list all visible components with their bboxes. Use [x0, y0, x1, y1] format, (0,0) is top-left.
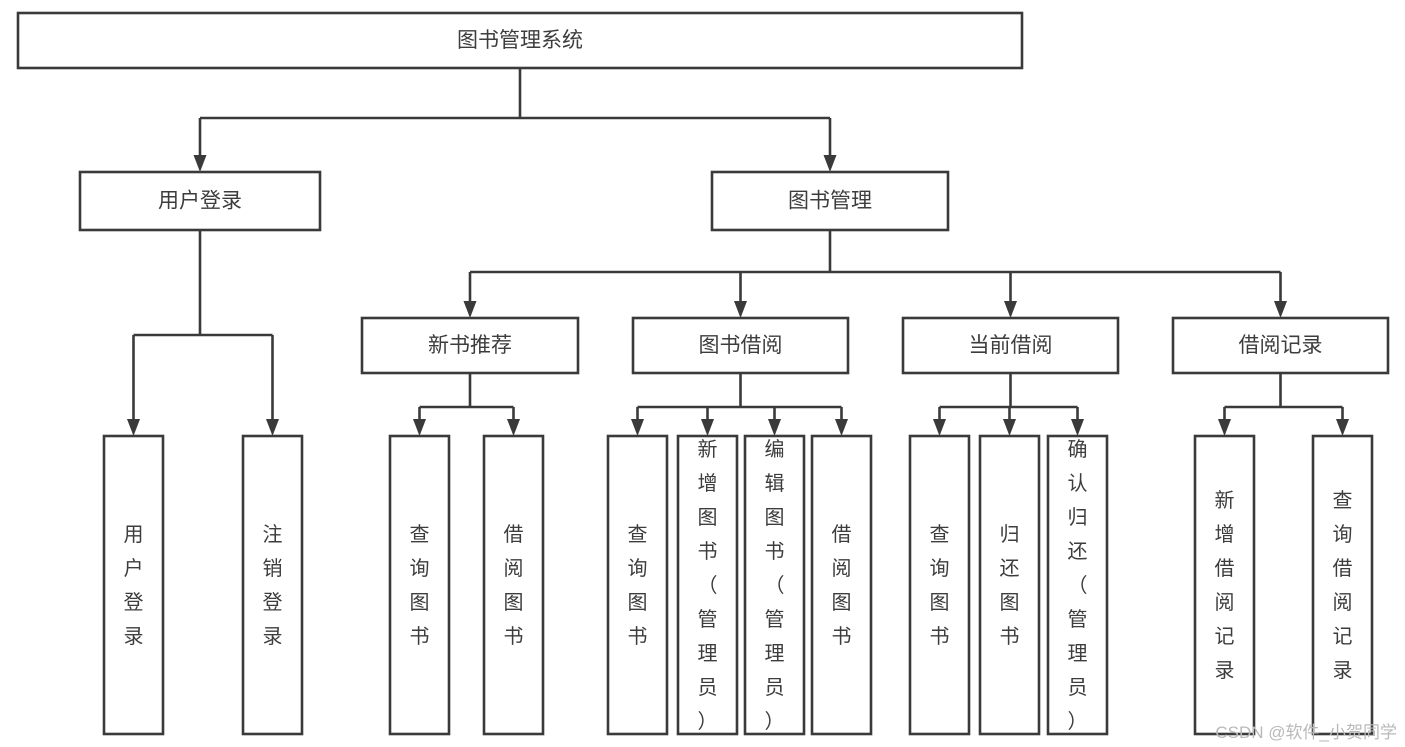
node-box-current-borrow: [901, 316, 1120, 375]
node-leaf-confirm-return[interactable]: 确认归还（管理员）: [1046, 434, 1109, 736]
node-leaf-return-book[interactable]: 归还图书: [978, 434, 1041, 736]
node-box-root: [16, 11, 1024, 70]
node-label-root: 图书管理系统: [457, 29, 583, 52]
node-box-leaf-edit-book: [743, 434, 806, 736]
arrow-head-icon: [127, 419, 140, 436]
node-leaf-logout[interactable]: 注销登录: [241, 434, 304, 736]
arrow-head-icon: [1071, 419, 1084, 436]
node-leaf-query-record[interactable]: 查询借阅记录: [1311, 434, 1374, 736]
arrow-head-icon: [463, 301, 477, 318]
node-label-leaf-edit-book: 编辑图书（管理员）: [765, 438, 785, 733]
node-label-leaf-add-book: 新增图书（管理员）: [698, 438, 718, 733]
connector-layer: [127, 68, 1349, 436]
arrow-head-icon: [1336, 419, 1349, 436]
node-book-manage[interactable]: 图书管理: [710, 170, 950, 232]
node-label-leaf-query-record: 查询借阅记录: [1333, 489, 1353, 682]
connector-group-current-borrow: [933, 373, 1084, 436]
arrow-head-icon: [1004, 301, 1017, 318]
node-layer: 图书管理系统用户登录图书管理新书推荐图书借阅当前借阅借阅记录用户登录注销登录查询…: [16, 11, 1390, 736]
connector-group-book-manage: [463, 230, 1287, 318]
node-box-leaf-query-book-1: [388, 434, 451, 736]
node-box-leaf-confirm-return: [1046, 434, 1109, 736]
node-label-leaf-logout: 注销登录: [263, 523, 283, 648]
node-label-leaf-query-book-1: 查询图书: [410, 523, 430, 648]
node-label-book-borrow: 图书借阅: [699, 334, 783, 357]
connector-group-new-book-rec: [413, 373, 520, 436]
arrow-head-icon: [631, 419, 644, 436]
node-book-borrow[interactable]: 图书借阅: [631, 316, 850, 375]
node-label-borrow-record: 借阅记录: [1239, 334, 1323, 357]
arrow-head-icon: [1274, 301, 1287, 318]
node-box-leaf-query-book-2: [606, 434, 669, 736]
node-box-leaf-borrow-book-1: [482, 434, 545, 736]
arrow-head-icon: [266, 419, 279, 436]
node-leaf-borrow-book-1[interactable]: 借阅图书: [482, 434, 545, 736]
arrow-head-icon: [413, 419, 426, 436]
arrow-head-icon: [1003, 419, 1016, 436]
arrow-head-icon: [1218, 419, 1231, 436]
node-label-leaf-query-book-3: 查询图书: [930, 523, 950, 648]
connector-group-borrow-record: [1218, 373, 1349, 436]
node-leaf-user-login[interactable]: 用户登录: [102, 434, 165, 736]
node-box-book-borrow: [631, 316, 850, 375]
arrow-head-icon: [734, 301, 747, 318]
node-label-book-manage: 图书管理: [788, 190, 872, 213]
connector-group-user-login: [127, 230, 279, 436]
node-root[interactable]: 图书管理系统: [16, 11, 1024, 70]
node-new-book-rec[interactable]: 新书推荐: [360, 316, 580, 375]
arrow-head-icon: [193, 155, 207, 172]
node-label-leaf-query-book-2: 查询图书: [628, 523, 648, 648]
node-leaf-add-book[interactable]: 新增图书（管理员）: [676, 434, 739, 736]
node-label-leaf-borrow-book-2: 借阅图书: [832, 523, 852, 648]
node-box-new-book-rec: [360, 316, 580, 375]
node-borrow-record[interactable]: 借阅记录: [1171, 316, 1390, 375]
node-box-leaf-user-login: [102, 434, 165, 736]
node-label-leaf-confirm-return: 确认归还（管理员）: [1068, 438, 1088, 733]
connector-group-root: [193, 68, 837, 172]
arrow-head-icon: [768, 419, 781, 436]
arrow-head-icon: [835, 419, 848, 436]
csdn-watermark: CSDN @软件_小贺同学: [1215, 723, 1397, 742]
node-leaf-edit-book[interactable]: 编辑图书（管理员）: [743, 434, 806, 736]
node-leaf-query-book-1[interactable]: 查询图书: [388, 434, 451, 736]
node-box-leaf-query-book-3: [908, 434, 971, 736]
node-box-leaf-add-book: [676, 434, 739, 736]
node-box-leaf-borrow-book-2: [810, 434, 873, 736]
node-box-user-login: [78, 170, 322, 232]
node-leaf-add-record[interactable]: 新增借阅记录: [1193, 434, 1256, 736]
node-user-login[interactable]: 用户登录: [78, 170, 322, 232]
node-box-leaf-add-record: [1193, 434, 1256, 736]
node-label-leaf-add-record: 新增借阅记录: [1215, 489, 1235, 682]
node-label-leaf-user-login: 用户登录: [124, 524, 144, 648]
node-box-borrow-record: [1171, 316, 1390, 375]
node-box-leaf-logout: [241, 434, 304, 736]
node-label-leaf-return-book: 归还图书: [1000, 523, 1020, 648]
node-box-book-manage: [710, 170, 950, 232]
arrow-head-icon: [701, 419, 714, 436]
arrow-head-icon: [933, 419, 946, 436]
node-label-current-borrow: 当前借阅: [969, 334, 1053, 357]
arrow-head-icon: [507, 419, 520, 436]
node-leaf-borrow-book-2[interactable]: 借阅图书: [810, 434, 873, 736]
arrow-head-icon: [823, 155, 837, 172]
node-box-leaf-query-record: [1311, 434, 1374, 736]
connector-group-book-borrow: [631, 373, 848, 436]
node-label-new-book-rec: 新书推荐: [428, 334, 512, 357]
node-box-leaf-return-book: [978, 434, 1041, 736]
node-label-leaf-borrow-book-1: 借阅图书: [504, 523, 524, 648]
node-label-user-login: 用户登录: [158, 190, 242, 213]
node-current-borrow[interactable]: 当前借阅: [901, 316, 1120, 375]
node-leaf-query-book-3[interactable]: 查询图书: [908, 434, 971, 736]
node-leaf-query-book-2[interactable]: 查询图书: [606, 434, 669, 736]
